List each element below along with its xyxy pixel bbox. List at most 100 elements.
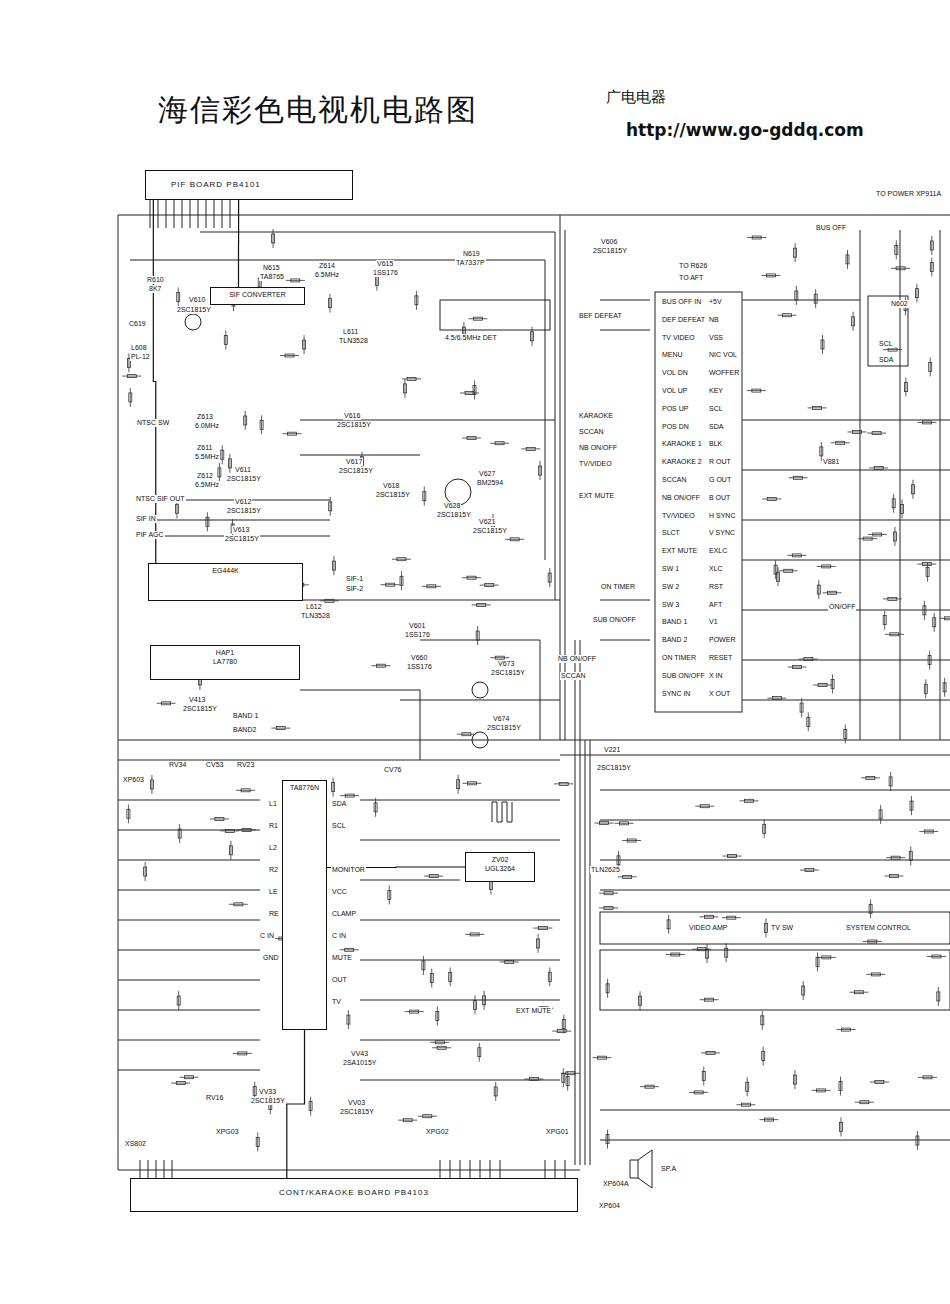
lead-wire (736, 1104, 755, 1105)
lead-wire (840, 1077, 841, 1096)
node-text: SIF CONVERTER (229, 290, 286, 299)
node-text: PIF BOARD PB4101 (171, 180, 261, 189)
tuner-box: EG444K (148, 563, 303, 601)
node-text: HAP1 (216, 648, 234, 657)
lead-wire (815, 289, 816, 308)
part-label: 2SC1815Y (436, 511, 472, 519)
lead-wire (371, 665, 390, 666)
lead-wire (599, 907, 618, 908)
lead-wire (640, 991, 641, 1010)
part-label: 2SC1815Y (224, 535, 260, 543)
ic-box: TA8776N (282, 780, 327, 1030)
board-box: PIF BOARD PB4101 (145, 170, 353, 200)
lead-wire (840, 1117, 841, 1136)
part-label: 2SC1815Y (339, 1108, 375, 1116)
part-label: N619 (462, 250, 481, 258)
lead-wire (918, 1077, 937, 1078)
part-label: 2SC1815Y (592, 247, 628, 255)
part-label: TO AFT (678, 274, 704, 282)
frame-wire (118, 215, 950, 1170)
lead-wire (822, 335, 823, 354)
part-label: R OUT (708, 458, 732, 466)
part-label: V611 (234, 466, 252, 474)
lead-wire (333, 778, 334, 797)
lead-wire (831, 442, 850, 443)
lead-wire (747, 237, 766, 238)
part-label: XP604A (602, 1180, 630, 1188)
lead-wire (622, 840, 641, 841)
lead-wire (855, 1102, 874, 1103)
lead-wire (490, 657, 509, 658)
part-label: KARAOKE 1 (661, 440, 703, 448)
lead-wire (707, 944, 708, 963)
lead-wire (207, 512, 208, 531)
part-label: NB ON/OFF (578, 444, 618, 452)
transistor-symbol (472, 682, 488, 698)
part-label: PIF AGC (135, 531, 165, 539)
lead-wire (484, 991, 485, 1010)
part-label: ON TIMER (661, 654, 697, 662)
lead-wire (722, 917, 741, 918)
part-label: TLN3528 (338, 337, 369, 345)
lead-wire (794, 1070, 795, 1089)
lead-wire (225, 331, 226, 350)
lead-wire (282, 433, 301, 434)
lead-wire (567, 1072, 568, 1091)
lead-wire (891, 268, 910, 269)
lead-wire (210, 818, 229, 819)
lead-wire (563, 1015, 564, 1034)
lead-wire (847, 250, 848, 269)
part-label: VV03 (347, 1099, 366, 1107)
signal-wires (118, 230, 950, 1140)
part-label: SIF-2 (345, 585, 364, 593)
part-label: SUB ON/OFF (661, 672, 706, 680)
part-label: R1 (268, 822, 279, 830)
part-label: VCC (331, 888, 348, 896)
part-label: SYNC IN (661, 690, 691, 698)
part-label: OUT (331, 976, 348, 984)
part-label: TLN3528 (300, 612, 331, 620)
lead-wire (430, 1042, 449, 1043)
part-label: V601 (408, 622, 426, 630)
part-label: BLK (708, 440, 723, 448)
part-label: TV/VIDEO (661, 512, 696, 520)
lead-wire (777, 315, 796, 316)
lead-wire (808, 407, 827, 408)
part-label: SCCAN (661, 476, 688, 484)
part-label: RV34 (168, 761, 187, 769)
part-label: N615 (262, 264, 281, 272)
lead-wire (340, 795, 359, 796)
part-label: KARAOKE 2 (661, 458, 703, 466)
lead-wire (924, 601, 925, 620)
part-label: MENU (661, 351, 684, 359)
lead-wire (789, 477, 808, 478)
part-label: POS DN (661, 423, 690, 431)
lead-wire (179, 824, 180, 843)
node-text: UGL3264 (485, 864, 515, 873)
part-label: VOL DN (661, 369, 689, 377)
part-label: BAND 1 (232, 712, 259, 720)
part-label: POS UP (661, 405, 689, 413)
part-label: RESET (708, 654, 733, 662)
lead-wire (890, 772, 891, 791)
lead-wire (905, 378, 906, 397)
lead-wire (329, 294, 330, 313)
part-label: SCCAN (560, 672, 587, 680)
lead-wire (178, 991, 179, 1010)
part-label: V674 (492, 715, 510, 723)
lead-wire (145, 862, 146, 881)
part-label: WOFFER (708, 369, 740, 377)
lead-wire (280, 355, 299, 356)
lead-wire (916, 284, 917, 303)
lead-wire (853, 312, 854, 331)
site-url: http://www.go-gddq.com (625, 120, 865, 140)
ic-box: SIF CONVERTER (210, 287, 305, 305)
part-label: EXT MUTE (661, 547, 698, 555)
lead-wire (236, 790, 255, 791)
part-label: XLC (708, 565, 724, 573)
lead-wire (128, 804, 129, 823)
lead-wire (273, 229, 274, 248)
lead-wire (521, 448, 540, 449)
